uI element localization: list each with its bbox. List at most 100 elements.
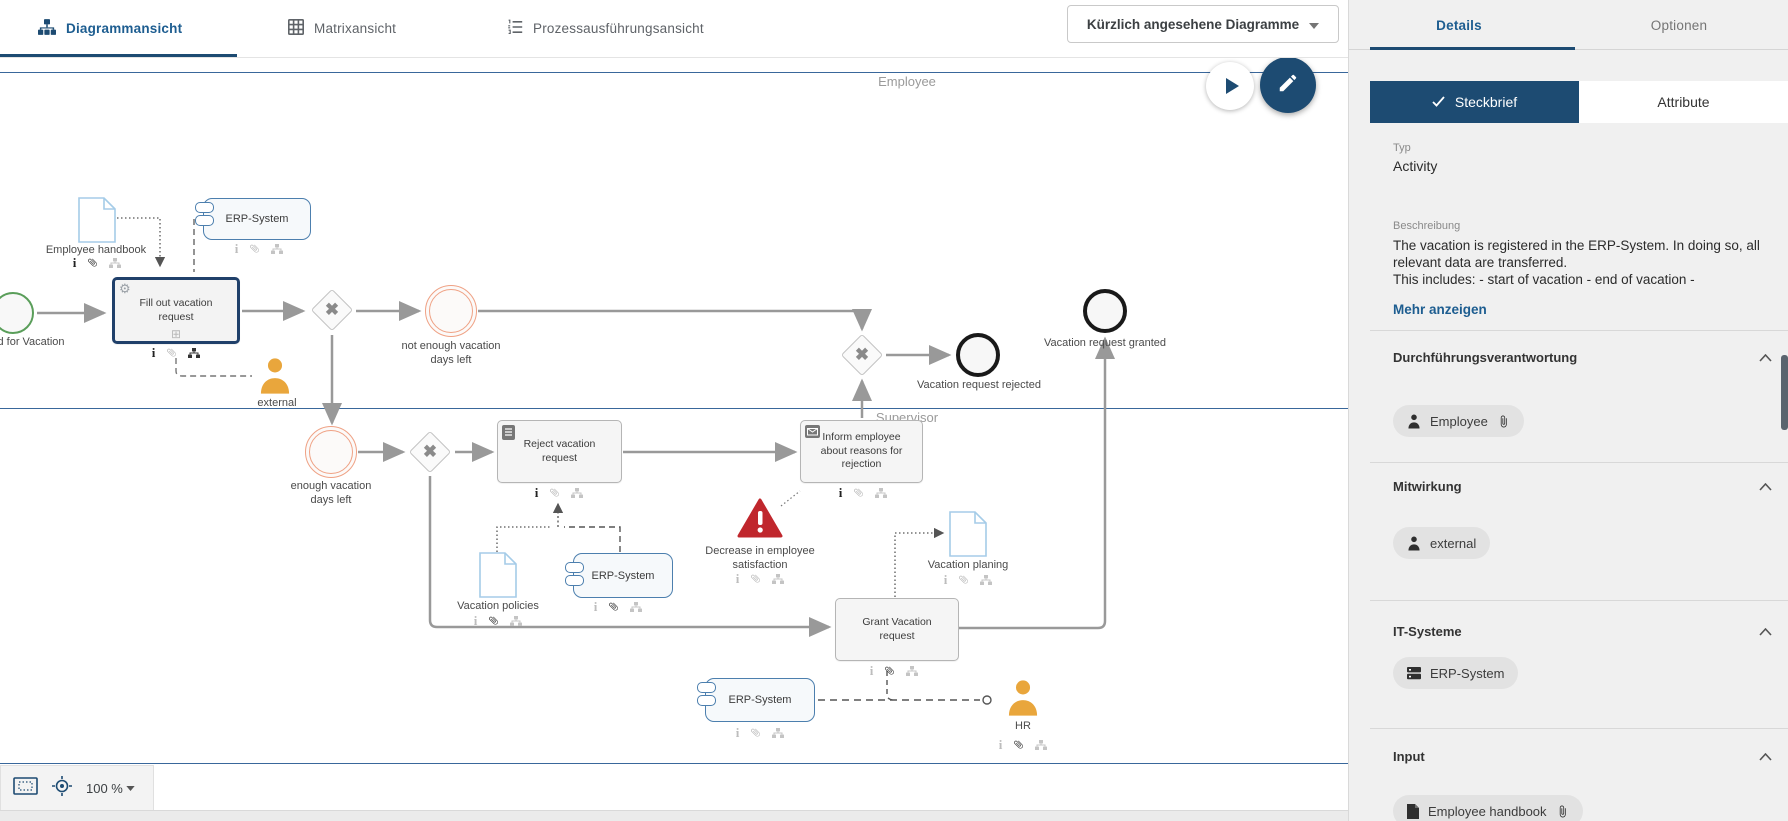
grant-quick-icons[interactable]: i xyxy=(857,664,931,677)
exclusive-gateway-merge[interactable]: ✖ xyxy=(839,332,885,378)
sitemap-icon[interactable] xyxy=(571,487,584,498)
subprocess-expand-icon[interactable]: ⊞ xyxy=(170,327,182,341)
tab-prozessausfuehrungsansicht[interactable]: Prozessausführungsansicht xyxy=(507,0,704,57)
center-view-icon[interactable] xyxy=(52,775,72,801)
sitemap-icon[interactable] xyxy=(906,665,919,676)
sitemap-icon[interactable] xyxy=(109,257,122,268)
reject-quick-icons[interactable]: i xyxy=(522,486,596,499)
activity-inform-employee[interactable]: Inform employee about reasons for reject… xyxy=(800,420,923,483)
hr-quick-icons[interactable]: i xyxy=(986,738,1060,751)
activity-label: Grant Vacation request xyxy=(862,615,932,642)
policies-quick-icons[interactable]: i xyxy=(461,614,535,627)
sitemap-icon[interactable] xyxy=(630,601,643,612)
event-enough-days[interactable] xyxy=(305,426,357,478)
vacation-planing-document[interactable] xyxy=(949,511,987,562)
sitemap-icon[interactable] xyxy=(271,243,284,254)
paperclip-icon[interactable] xyxy=(164,345,180,361)
erp-system-label: ERP-System xyxy=(225,213,289,225)
info-icon[interactable]: i xyxy=(151,345,156,360)
fit-to-screen-icon[interactable] xyxy=(13,776,38,800)
info-icon[interactable]: i xyxy=(998,737,1003,752)
erp-system-bottom[interactable]: ERP-System xyxy=(697,678,815,722)
edit-diagram-button[interactable] xyxy=(1260,58,1316,113)
diagram-canvas[interactable]: Employee Supervisor xyxy=(0,58,1348,821)
section-title: Durchführungsverantwortung xyxy=(1393,350,1578,365)
paperclip-icon[interactable] xyxy=(882,663,898,679)
tab-optionen[interactable]: Optionen xyxy=(1650,17,1708,33)
paperclip-icon[interactable] xyxy=(748,725,764,741)
exclusive-gateway-split[interactable]: ✖ xyxy=(309,287,355,333)
employee-handbook-document[interactable] xyxy=(78,197,116,248)
exclusive-gateway-supervisor[interactable]: ✖ xyxy=(407,429,453,475)
erp-system-middle[interactable]: ERP-System xyxy=(565,553,673,598)
chip-external[interactable]: external xyxy=(1393,527,1491,559)
info-icon[interactable]: i xyxy=(72,255,77,270)
paperclip-icon[interactable] xyxy=(486,613,502,629)
event-not-enough-days[interactable] xyxy=(425,285,477,337)
risk-quick-icons[interactable]: i xyxy=(723,572,797,585)
risk-warning-icon[interactable] xyxy=(737,498,783,544)
recent-diagrams-dropdown[interactable]: Kürzlich angesehene Diagramme xyxy=(1067,5,1339,43)
mehr-anzeigen-link[interactable]: Mehr anzeigen xyxy=(1393,302,1487,317)
play-process-button[interactable] xyxy=(1206,62,1254,110)
paperclip-icon[interactable] xyxy=(606,599,622,615)
sitemap-icon[interactable] xyxy=(510,615,523,626)
info-icon[interactable]: i xyxy=(735,571,740,586)
attribute-button[interactable]: Attribute xyxy=(1579,81,1788,123)
chip-employee-handbook[interactable]: Employee handbook xyxy=(1393,795,1583,821)
end-event-rejected[interactable] xyxy=(956,333,1000,377)
info-icon[interactable]: i xyxy=(473,613,478,628)
erp-mid-quick-icons[interactable]: i xyxy=(581,600,655,613)
planing-quick-icons[interactable]: i xyxy=(931,573,1005,586)
fill-out-quick-icons[interactable]: i xyxy=(139,346,213,359)
erp-top-quick-icons[interactable]: i xyxy=(222,242,296,255)
paperclip-icon[interactable] xyxy=(247,241,263,257)
vacation-policies-document[interactable] xyxy=(479,552,517,603)
paperclip-icon[interactable] xyxy=(547,485,563,501)
sitemap-icon[interactable] xyxy=(980,574,993,585)
paperclip-icon[interactable] xyxy=(85,255,101,271)
panel-scrollbar-thumb[interactable] xyxy=(1781,355,1788,430)
it-system-icon xyxy=(195,202,214,226)
paperclip-icon[interactable] xyxy=(851,485,867,501)
chevron-up-icon[interactable] xyxy=(1759,752,1772,761)
activity-fill-out-vacation-request[interactable]: ⚙ Fill out vacation request ⊞ xyxy=(112,277,240,344)
start-event[interactable] xyxy=(0,292,34,334)
info-icon[interactable]: i xyxy=(735,725,740,740)
employee-handbook-quick-icons[interactable]: i xyxy=(60,256,134,269)
external-actor-icon[interactable] xyxy=(258,357,292,400)
info-icon[interactable]: i xyxy=(234,241,239,256)
info-icon[interactable]: i xyxy=(534,485,539,500)
tab-details[interactable]: Details xyxy=(1436,17,1482,33)
chevron-up-icon[interactable] xyxy=(1759,482,1772,491)
chevron-up-icon[interactable] xyxy=(1759,353,1772,362)
tab-matrixansicht[interactable]: Matrixansicht xyxy=(288,0,396,57)
paperclip-icon[interactable] xyxy=(748,571,764,587)
paperclip-icon[interactable] xyxy=(1011,737,1027,753)
activity-reject-vacation-request[interactable]: Reject vacation request xyxy=(497,420,622,483)
sitemap-icon[interactable] xyxy=(188,347,201,358)
hr-actor-icon[interactable] xyxy=(1006,679,1040,722)
chip-employee[interactable]: Employee xyxy=(1393,405,1524,437)
info-icon[interactable]: i xyxy=(943,572,948,587)
chevron-up-icon[interactable] xyxy=(1759,627,1772,636)
info-icon[interactable]: i xyxy=(838,485,843,500)
tab-label: Matrixansicht xyxy=(314,21,397,36)
info-icon[interactable]: i xyxy=(869,663,874,678)
tab-diagrammansicht[interactable]: Diagrammansicht xyxy=(38,0,182,57)
erp-system-top[interactable]: ERP-System xyxy=(195,198,311,240)
paperclip-icon[interactable] xyxy=(956,572,972,588)
end-event-granted[interactable] xyxy=(1083,289,1127,333)
sitemap-icon[interactable] xyxy=(772,727,785,738)
activity-grant-vacation-request[interactable]: Grant Vacation request xyxy=(835,598,959,661)
sitemap-icon[interactable] xyxy=(1035,739,1048,750)
sitemap-icon[interactable] xyxy=(772,573,785,584)
info-icon[interactable]: i xyxy=(593,599,598,614)
erp-bottom-quick-icons[interactable]: i xyxy=(723,726,797,739)
zoom-level-dropdown[interactable]: 100 % xyxy=(86,781,135,796)
steckbrief-button[interactable]: Steckbrief xyxy=(1370,81,1579,123)
inform-quick-icons[interactable]: i xyxy=(826,486,900,499)
sitemap-icon[interactable] xyxy=(875,487,888,498)
vacation-policies-label: Vacation policies xyxy=(457,600,539,612)
chip-erp-system[interactable]: ERP-System xyxy=(1393,657,1519,689)
